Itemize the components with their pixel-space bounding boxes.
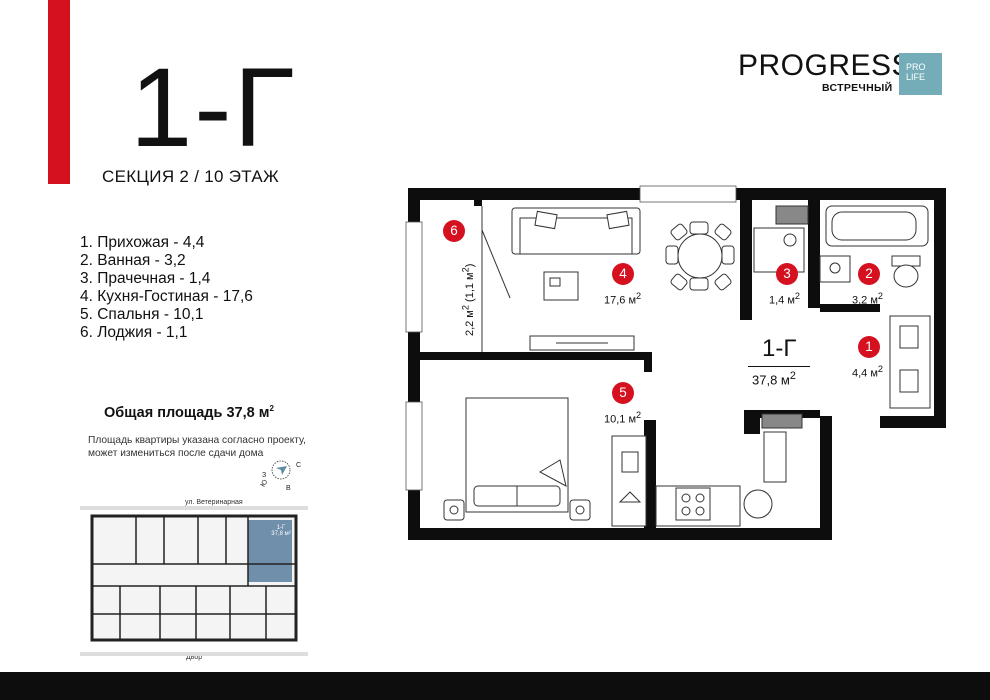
room-marker-2: 2 [858,263,880,285]
plan-divider [748,366,810,367]
street-label-top: ул. Ветеринарная [185,499,243,506]
footer-bar [0,672,990,700]
building-minimap [80,506,308,656]
room-marker-3: 3 [776,263,798,285]
logo-badge-line2: LIFE [906,72,926,82]
area-value: 3,2 м [852,294,878,307]
area-close: ) [464,263,477,268]
plan-windows [405,185,737,491]
room-area-2: 3,2 м2 [852,291,883,307]
compass-icon [266,455,296,485]
room-area-4: 17,6 м2 [604,291,641,307]
area-sup: 2 [789,370,796,382]
room-marker-5: 5 [612,382,634,404]
room-area-6: 2,2 м2 (1,1 м2) [460,264,476,336]
minimap-apt-area: 37,8 м² [271,531,291,537]
room-area-3: 1,4 м2 [769,291,800,307]
area-value: 17,6 м [604,294,637,307]
room-marker-4: 4 [612,263,634,285]
list-item: 2. Ванная - 3,2 [80,252,186,269]
furniture [443,205,931,527]
list-item: 1. Прихожая - 4,4 [80,234,205,251]
area-sup: 2 [877,291,884,301]
plan-apartment-label: 1-Г [762,335,797,362]
area-value: 2,2 м [464,310,477,337]
loggia-partition [481,206,511,352]
accent-bar [48,0,70,184]
apartment-code: 1-Г [130,45,297,170]
room-list: 1. Прихожая - 4,4 2. Ванная - 3,2 3. Пра… [80,234,253,342]
area-value: 37,8 м [752,372,790,388]
minimap-highlight-label: 1-Г 37,8 м² [266,525,296,537]
street-label-bottom: Двор [186,654,203,661]
plan-apartment-area: 37,8 м2 [752,370,796,387]
total-area-sup: 2 [269,404,274,413]
area-extra: (1,1 м [464,272,477,306]
area-sup: 2 [636,291,642,301]
logo-subtitle: ВСТРЕЧНЫЙ [822,82,893,94]
compass-letter-north: С [296,462,302,469]
section-floor: СЕКЦИЯ 2 / 10 ЭТАЖ [102,167,280,186]
logo-word: PROGRESS [738,49,913,82]
list-item: 6. Лоджия - 1,1 [80,324,188,341]
list-item: 3. Прачечная - 1,4 [80,270,211,287]
list-item: 5. Спальня - 10,1 [80,306,204,323]
area-sup: 2 [794,291,801,301]
room-area-1: 4,4 м2 [852,364,883,380]
area-sup: 2 [636,410,642,420]
list-item: 4. Кухня-Гостиная - 17,6 [80,288,253,305]
total-area: Общая площадь 37,8 м2 [104,404,274,421]
logo-badge: PRO LIFE [899,53,942,95]
room-area-5: 10,1 м2 [604,410,641,426]
minimap-apt-code: 1-Г [276,525,286,531]
area-value: 4,4 м [852,367,878,380]
compass-letter-west: З [262,472,267,479]
area-value: 10,1 м [604,413,637,426]
logo-badge-line1: PRO [906,62,926,72]
area-extra-sup: 2 [460,267,471,273]
compass-letter-east: В [286,485,291,492]
room-marker-6: 6 [443,220,465,242]
area-sup: 2 [460,305,471,311]
room-marker-1: 1 [858,336,880,358]
disclaimer: Площадь квартиры указана согласно проект… [88,435,306,459]
total-area-text: Общая площадь 37,8 м [104,404,270,421]
area-value: 1,4 м [769,294,795,307]
area-sup: 2 [877,364,884,374]
